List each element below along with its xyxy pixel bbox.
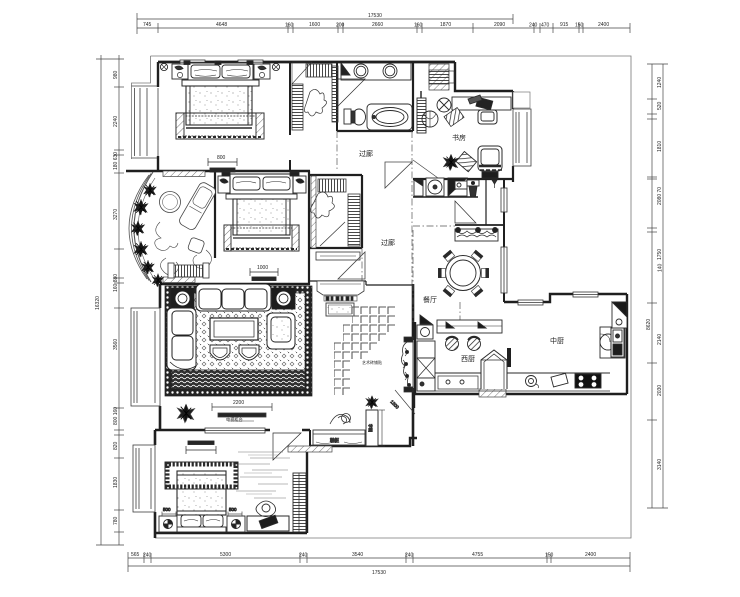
svg-text:字画: 字画: [368, 424, 374, 432]
svg-text:2090: 2090: [494, 22, 505, 28]
svg-text:1750: 1750: [657, 249, 663, 260]
svg-text:1830: 1830: [113, 477, 119, 488]
svg-text:500: 500: [163, 507, 171, 512]
svg-text:150: 150: [545, 553, 554, 559]
svg-text:鞋柜: 鞋柜: [330, 437, 339, 444]
svg-text:餐厅: 餐厅: [423, 295, 437, 304]
svg-text:2400: 2400: [585, 552, 596, 558]
svg-text:240: 240: [143, 553, 152, 559]
svg-text:800 160: 800 160: [113, 407, 119, 425]
svg-text:书房: 书房: [452, 133, 466, 142]
svg-text:西厨: 西厨: [461, 355, 475, 363]
svg-text:2240: 2240: [113, 116, 119, 127]
svg-text:17530: 17530: [372, 570, 386, 576]
svg-text:2140: 2140: [657, 334, 663, 345]
svg-text:240: 240: [405, 553, 414, 559]
svg-text:1240: 1240: [657, 77, 663, 88]
svg-text:915: 915: [560, 22, 569, 28]
svg-text:4648: 4648: [216, 22, 227, 28]
svg-text:140: 140: [658, 263, 664, 272]
svg-text:2030: 2030: [657, 385, 663, 396]
svg-text:艺术砖铺贴: 艺术砖铺贴: [362, 359, 382, 365]
svg-text:745: 745: [143, 22, 152, 28]
svg-text:200: 200: [336, 23, 345, 29]
svg-text:800: 800: [217, 155, 226, 161]
svg-text:3540: 3540: [352, 552, 363, 558]
svg-text:2080 70: 2080 70: [657, 187, 663, 205]
svg-text:470: 470: [541, 23, 550, 29]
svg-text:180 630: 180 630: [113, 152, 119, 170]
svg-text:过廊: 过廊: [381, 238, 395, 247]
svg-text:3270: 3270: [113, 209, 119, 220]
svg-text:1870: 1870: [440, 22, 451, 28]
svg-text:1810: 1810: [657, 141, 663, 152]
svg-text:240: 240: [529, 23, 538, 29]
svg-text:17530: 17530: [368, 13, 382, 19]
svg-text:中厨: 中厨: [550, 336, 564, 345]
svg-text:820: 820: [113, 441, 119, 450]
svg-text:过廊: 过廊: [359, 149, 373, 158]
svg-text:5300: 5300: [220, 552, 231, 558]
svg-text:520: 520: [657, 101, 663, 110]
svg-text:160: 160: [285, 23, 294, 29]
svg-text:160: 160: [414, 23, 423, 29]
svg-text:8620: 8620: [646, 319, 652, 330]
svg-text:3560: 3560: [113, 339, 119, 350]
svg-text:1000: 1000: [257, 265, 268, 271]
svg-text:780: 780: [113, 516, 119, 525]
svg-text:150: 150: [575, 23, 584, 29]
svg-text:16320: 16320: [95, 296, 101, 310]
svg-text:240: 240: [299, 553, 308, 559]
svg-text:160 880: 160 880: [113, 274, 119, 292]
svg-text:2400: 2400: [598, 22, 609, 28]
svg-text:4755: 4755: [472, 552, 483, 558]
svg-text:500: 500: [229, 507, 237, 512]
svg-text:1600: 1600: [309, 22, 320, 28]
svg-text:电视柜台: 电视柜台: [226, 416, 243, 423]
svg-text:565: 565: [131, 552, 140, 558]
svg-text:1200: 1200: [389, 399, 400, 410]
svg-text:980: 980: [113, 70, 119, 79]
svg-text:2200: 2200: [233, 400, 244, 406]
svg-text:2660: 2660: [372, 22, 383, 28]
svg-text:3140: 3140: [657, 459, 663, 470]
